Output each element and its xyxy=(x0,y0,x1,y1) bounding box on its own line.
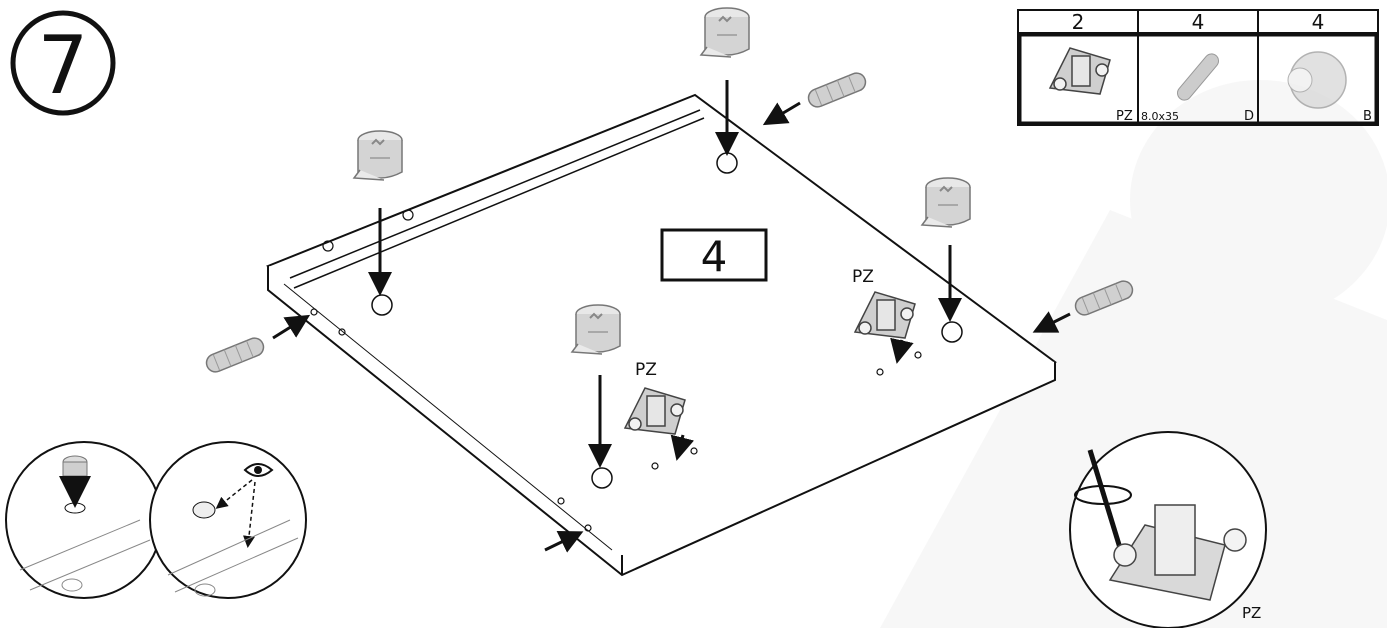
hinge-plate-icon xyxy=(1049,47,1111,95)
step-number-badge xyxy=(10,10,116,116)
wooden-dowel-icon xyxy=(1177,53,1219,101)
parts-code-2: D xyxy=(1244,109,1254,124)
hinge-arrows xyxy=(670,337,914,461)
parts-qty-3: 4 xyxy=(1312,10,1325,34)
step-number: 7 xyxy=(38,19,89,112)
quantity-box-value: 4 xyxy=(701,232,728,281)
cam-lock-icon xyxy=(353,130,403,181)
insert-arrows xyxy=(368,80,962,468)
parts-qty-2: 4 xyxy=(1192,10,1205,34)
hinge-label-left: PZ xyxy=(635,360,657,380)
parts-size-2: 8.0x35 xyxy=(1141,110,1179,123)
parts-table xyxy=(1017,9,1379,126)
dowel-arrows xyxy=(272,101,1071,553)
parts-qty-1: 2 xyxy=(1072,10,1085,34)
hinge-label-right: PZ xyxy=(852,267,874,287)
wooden-dowel-icon xyxy=(203,334,267,376)
detail-cam-insert xyxy=(5,441,163,599)
detail-screwdriver xyxy=(1069,431,1267,628)
quantity-box xyxy=(660,228,768,282)
parts-code-1: PZ xyxy=(1116,109,1133,124)
screwdriver-icon xyxy=(1074,449,1132,549)
detail-alignment xyxy=(149,441,307,599)
cam-lock-icon xyxy=(571,304,621,355)
cam-lock-icon xyxy=(921,177,971,228)
eye-icon xyxy=(243,463,274,477)
cam-lock-icon xyxy=(1287,51,1347,109)
parts-code-3: B xyxy=(1363,109,1372,124)
cam-lock-icon xyxy=(700,7,750,58)
detail-hinge-label: PZ xyxy=(1242,604,1261,622)
wooden-dowel-icon xyxy=(805,69,869,111)
